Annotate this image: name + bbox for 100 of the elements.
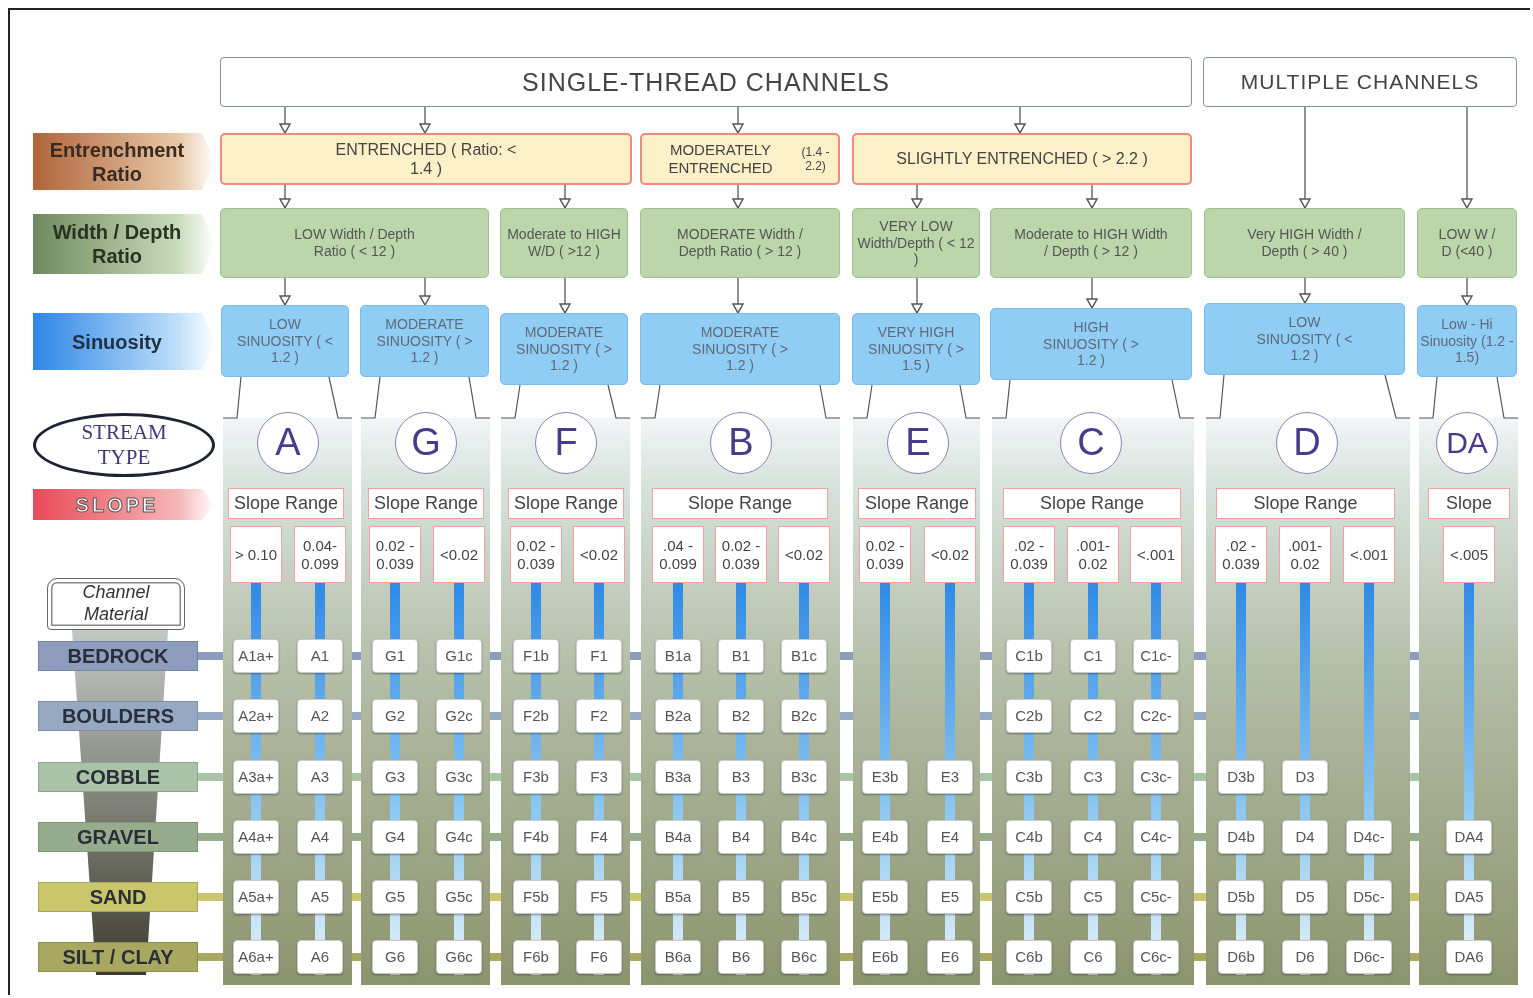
stream-type-cell: G1c: [436, 639, 482, 673]
stream-type-cell: A2a+: [233, 699, 279, 733]
sinuosity-box: MODERATE SINUOSITY ( > 1.2 ): [360, 305, 489, 377]
slope-value-box: <.001: [1130, 526, 1182, 583]
stream-type-cell: B1c: [781, 639, 827, 673]
stream-type-cell: D6: [1282, 940, 1328, 974]
box-text: (1.4 - 2.2): [800, 144, 831, 174]
box-text: MODERATELY ENTRENCHED: [667, 141, 774, 177]
arrow: [1461, 106, 1473, 209]
stream-type-cell: F4b: [513, 820, 559, 854]
stream-type-cell: A4a+: [233, 820, 279, 854]
stream-type-cell: F5b: [513, 880, 559, 914]
stream-type-cell: G5: [372, 880, 418, 914]
stream-type-cell: F2: [576, 699, 622, 733]
sinuosity-box: VERY HIGH SINUOSITY ( > 1.5 ): [852, 313, 980, 385]
stream-type-cell: E3b: [862, 760, 908, 794]
arrow: [559, 277, 571, 314]
slope-value-box: <0.02: [924, 526, 976, 583]
arrow: [732, 184, 744, 209]
material-label: Channel Material: [47, 578, 185, 630]
material-row-label: BOULDERS: [38, 701, 198, 731]
stream-type-cell: G5c: [436, 880, 482, 914]
stream-type-cell: B3a: [655, 760, 701, 794]
arrow: [279, 106, 291, 134]
stream-type-cell: G4c: [436, 820, 482, 854]
row-label: Width / Depth Ratio: [33, 214, 215, 274]
stream-type-cell: B4c: [781, 820, 827, 854]
material-row-label: SAND: [38, 882, 198, 912]
stream-type-cell: B6: [718, 940, 764, 974]
stream-type-cell: A5a+: [233, 880, 279, 914]
slope-value-box: 0.02 - 0.039: [715, 526, 767, 583]
slope-range-box: Slope Range: [858, 488, 976, 519]
stream-type-cell: C4c-: [1133, 820, 1179, 854]
arrow: [419, 277, 431, 306]
slope-value-box: 0.04- 0.099: [294, 526, 346, 583]
slope-range-box: Slope Range: [1216, 488, 1395, 519]
stream-type-cell: B3c: [781, 760, 827, 794]
sinuosity-box: MODERATE SINUOSITY ( > 1.2 ): [640, 313, 840, 385]
arrow: [1086, 277, 1098, 309]
arrow: [419, 106, 431, 134]
stream-type-cell: B5a: [655, 880, 701, 914]
stream-type-cell: B2c: [781, 699, 827, 733]
stream-type-cell: E6b: [862, 940, 908, 974]
arrow: [1014, 106, 1026, 134]
arrow: [732, 277, 744, 314]
stream-type-cell: C1c-: [1133, 639, 1179, 673]
stream-type-cell: A6: [297, 940, 343, 974]
stream-type-cell: B2a: [655, 699, 701, 733]
arrow: [1461, 277, 1473, 306]
slope-value-box: <0.02: [778, 526, 830, 583]
stream-type-cell: A6a+: [233, 940, 279, 974]
stream-type-cell: B4: [718, 820, 764, 854]
sinuosity-box: Low - Hi Sinuosity (1.2 - 1.5): [1417, 305, 1517, 377]
stream-type-cell: G4: [372, 820, 418, 854]
stream-type-cell: D5: [1282, 880, 1328, 914]
stream-type-cell: E6: [927, 940, 973, 974]
arrow: [1299, 277, 1311, 304]
material-row-label: BEDROCK: [38, 641, 198, 671]
slope-value-box: .02 - 0.039: [1215, 526, 1267, 583]
stream-type-cell: C2b: [1006, 699, 1052, 733]
stream-type-cell: F4: [576, 820, 622, 854]
sinuosity-box: HIGH SINUOSITY ( > 1.2 ): [990, 308, 1192, 380]
stream-type-cell: D6c-: [1346, 940, 1392, 974]
width-depth-box: LOW Width / Depth Ratio ( < 12 ): [220, 208, 489, 278]
header-box: MULTIPLE CHANNELS: [1203, 57, 1517, 107]
stream-type-cell: C5: [1070, 880, 1116, 914]
stream-type-cell: E4b: [862, 820, 908, 854]
arrow: [911, 184, 923, 209]
width-depth-box: VERY LOW Width/Depth ( < 12 ): [852, 208, 980, 278]
stream-type-cell: DA4: [1446, 820, 1492, 854]
stream-type-cell: B6a: [655, 940, 701, 974]
stream-type-cell: G2: [372, 699, 418, 733]
stream-type-cell: B1: [718, 639, 764, 673]
slope-value-box: 0.02 - 0.039: [510, 526, 562, 583]
stream-type-cell: E5: [927, 880, 973, 914]
stream-type-cell: C6c-: [1133, 940, 1179, 974]
arrow: [911, 277, 923, 314]
header-box: SINGLE-THREAD CHANNELS: [220, 57, 1192, 107]
slope-range-box: Slope Range: [368, 488, 484, 519]
stream-type-cell: F5: [576, 880, 622, 914]
stream-type-cell: D4c-: [1346, 820, 1392, 854]
width-depth-box: Moderate to HIGH W/D ( >12 ): [500, 208, 628, 278]
stream-type-cell: C6b: [1006, 940, 1052, 974]
slope-range-box: Slope Range: [508, 488, 624, 519]
stream-type-cell: DA5: [1446, 880, 1492, 914]
sinuosity-box: LOW SINUOSITY ( < 1.2 ): [1204, 303, 1405, 375]
slope-value-box: <0.02: [573, 526, 625, 583]
slope-range-box: Slope: [1428, 488, 1510, 519]
stream-type-cell: D4: [1282, 820, 1328, 854]
stream-type-cell: D3b: [1218, 760, 1264, 794]
stream-type-cell: F2b: [513, 699, 559, 733]
arrow: [1086, 184, 1098, 209]
stream-type-cell: F1b: [513, 639, 559, 673]
slope-value-box: <0.02: [433, 526, 485, 583]
stream-type-cell: C3b: [1006, 760, 1052, 794]
stream-type-cell: C4: [1070, 820, 1116, 854]
width-depth-box: Moderate to HIGH Width / Depth ( > 12 ): [990, 208, 1192, 278]
slope-value-box: 0.02 - 0.039: [859, 526, 911, 583]
stream-type-cell: C1: [1070, 639, 1116, 673]
sinuosity-box: LOW SINUOSITY ( < 1.2 ): [221, 305, 349, 377]
